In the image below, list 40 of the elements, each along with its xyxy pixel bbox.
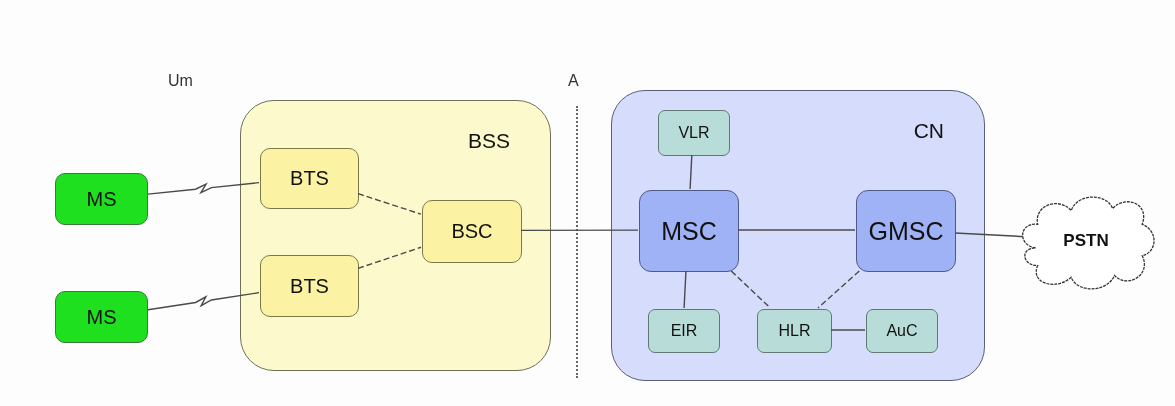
connector-line [357, 192, 422, 215]
node-label: VLR [678, 124, 710, 142]
node-box [260, 255, 359, 317]
node-label: MS [86, 187, 117, 211]
node-box [55, 173, 148, 225]
interface-label: Um [168, 72, 193, 90]
node-box [55, 291, 148, 343]
group-panel [240, 100, 551, 371]
node-label: BSC [451, 220, 493, 243]
node-label: BTS [290, 274, 329, 298]
connector-line [683, 270, 687, 309]
connector-line [730, 270, 771, 309]
node-box [658, 110, 730, 156]
node-box [866, 309, 938, 353]
node-label: MS [86, 305, 117, 329]
node-box [856, 190, 956, 272]
group-heading: BSS [467, 129, 510, 153]
connector-line [830, 329, 866, 331]
node-label: GMSC [868, 216, 944, 246]
connector-line [737, 229, 856, 231]
node-box [260, 148, 359, 209]
group-heading: CN [913, 119, 944, 143]
interface-label: A [568, 72, 579, 90]
node-label: EIR [670, 322, 698, 340]
radio-link [147, 181, 260, 195]
node-box [422, 200, 522, 263]
node-box [648, 309, 720, 353]
node-box [757, 309, 832, 353]
node-label: AuC [886, 322, 918, 340]
node-label: PSTN [1063, 231, 1109, 251]
connector-line [520, 229, 639, 232]
group-panel [611, 90, 985, 381]
connector-line [689, 154, 693, 190]
node-label: HLR [778, 322, 811, 340]
node-label: MSC [661, 216, 717, 246]
node-box [639, 190, 739, 272]
radio-link [147, 291, 260, 311]
node-label: BTS [290, 167, 329, 190]
connector-line [817, 270, 860, 309]
connector-line [357, 246, 422, 270]
